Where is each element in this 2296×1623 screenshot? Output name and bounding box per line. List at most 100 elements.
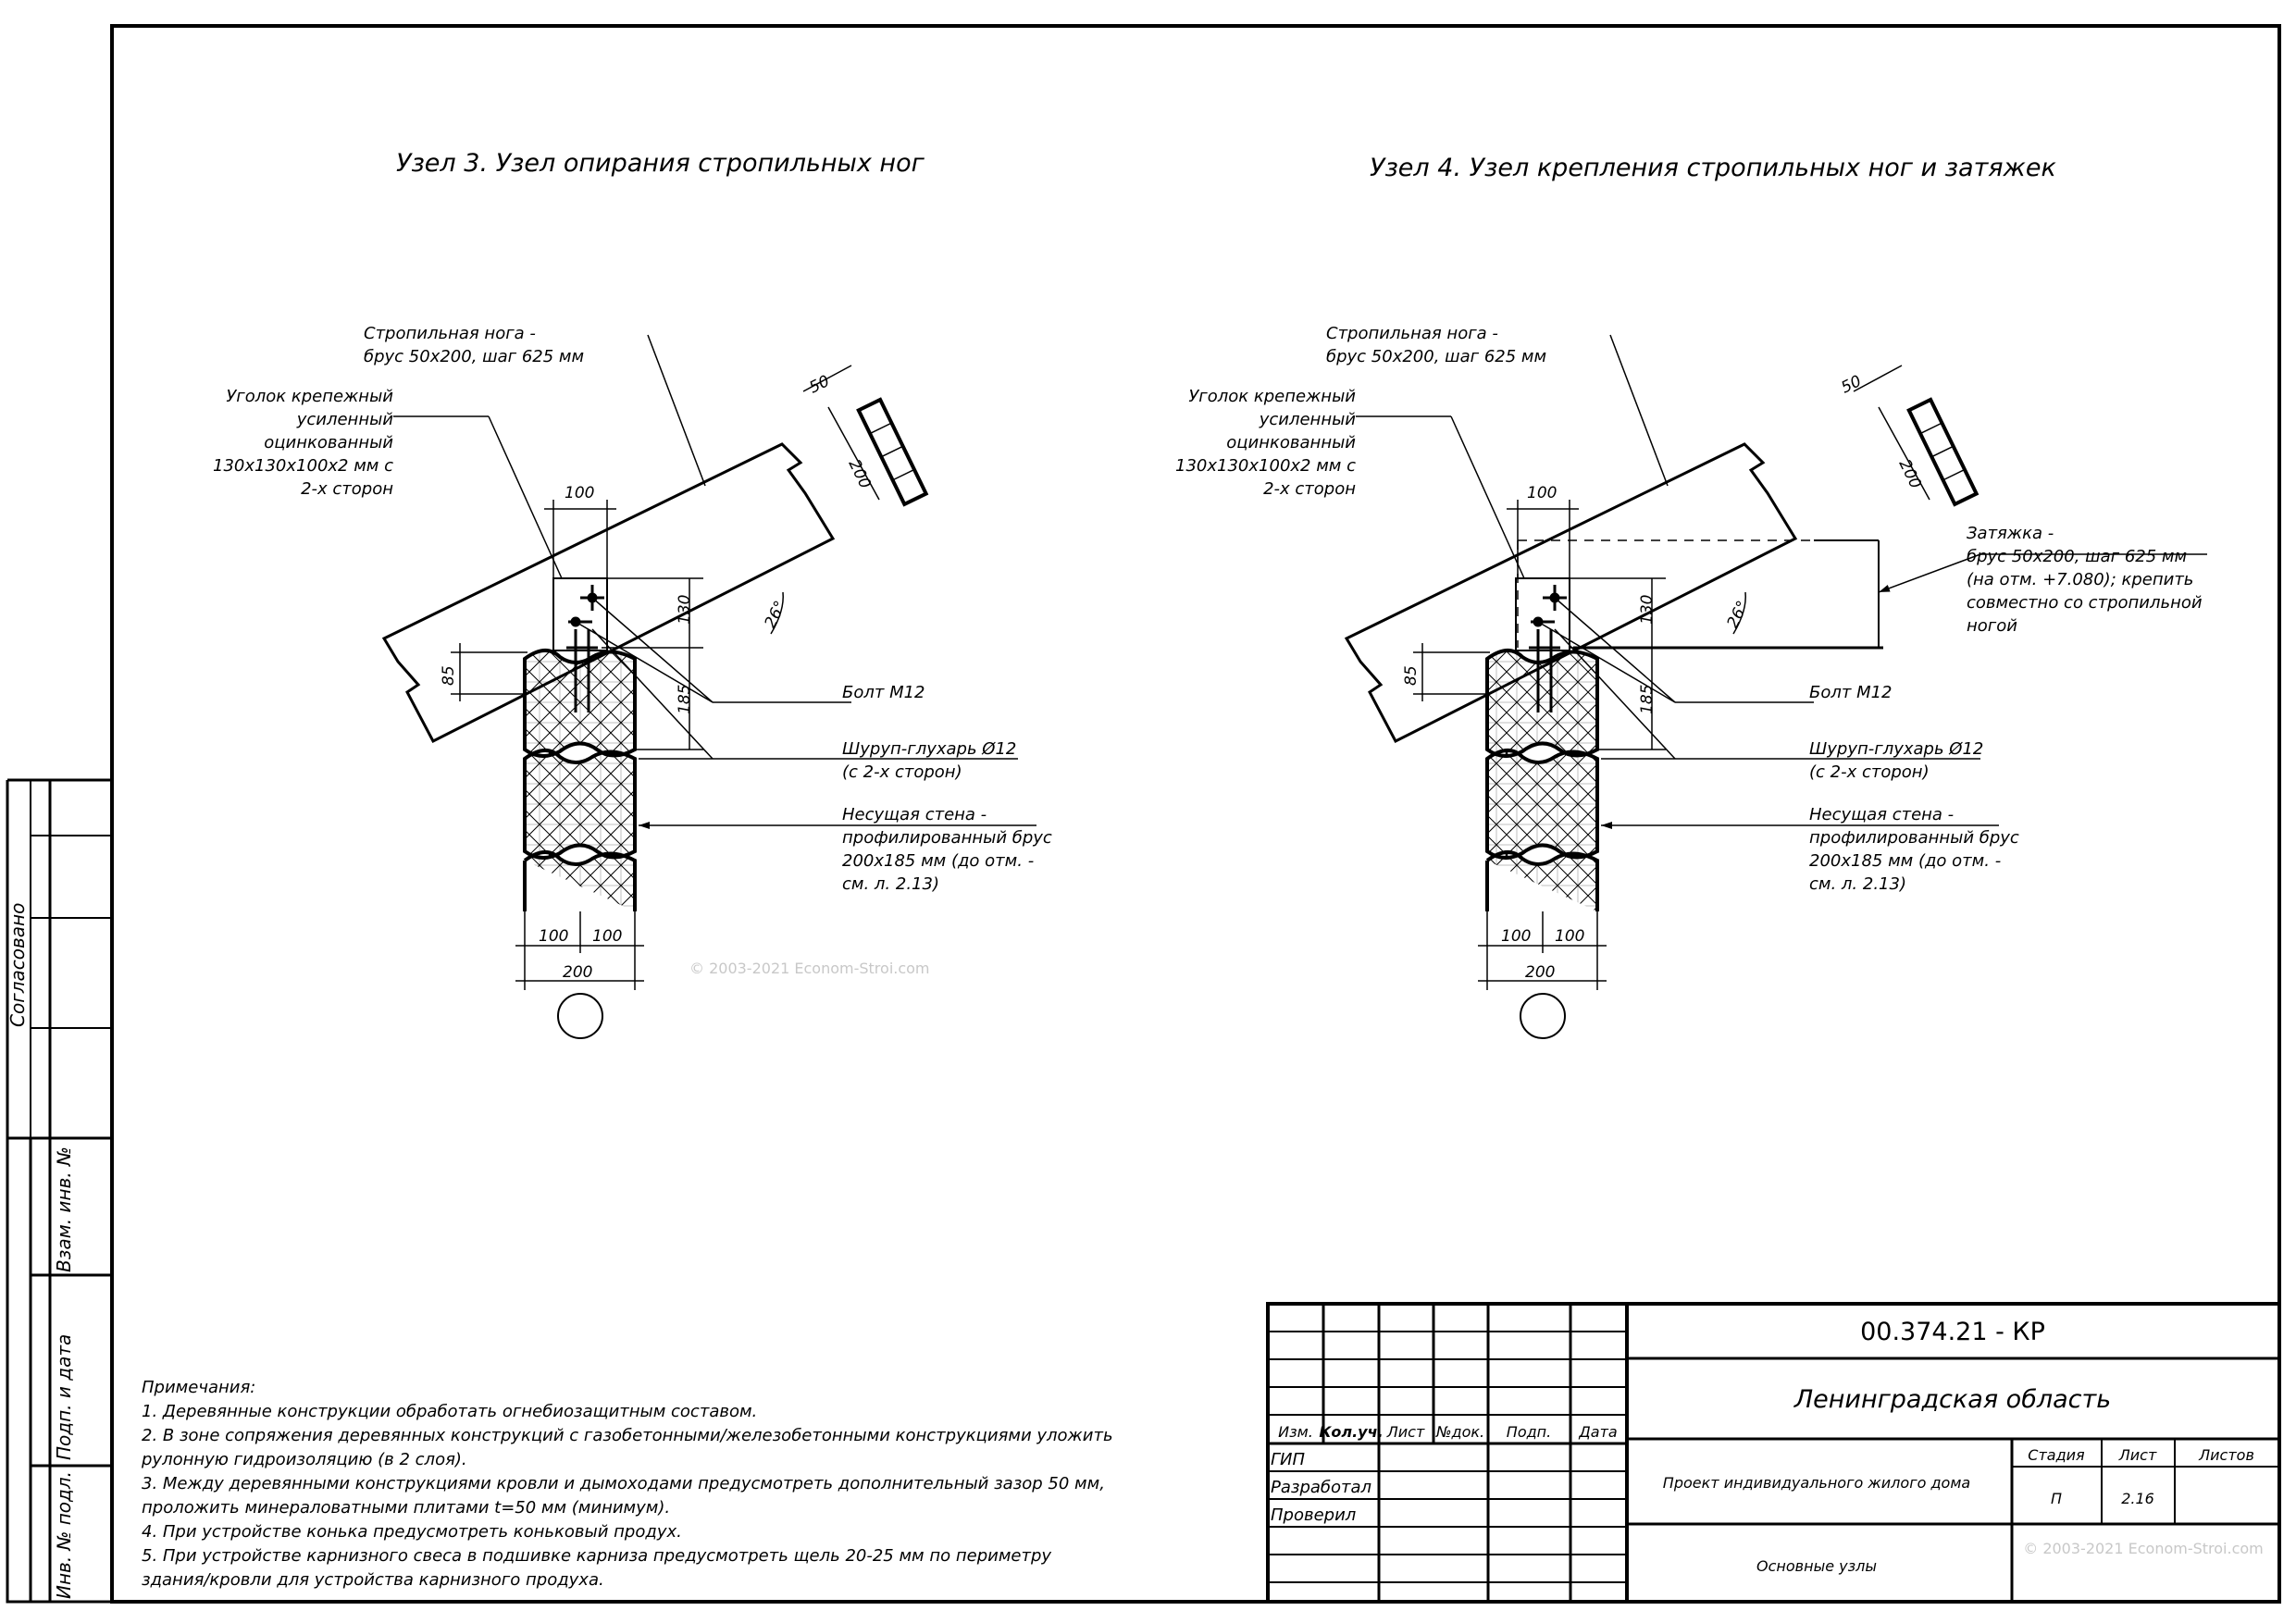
node4-dim-50: 50 [1838, 372, 1864, 397]
node3-dim-185: 185 [676, 685, 694, 714]
node3-angle-label-4: 130х130х100х2 мм с [213, 456, 393, 476]
node4-rafter-label-1: Стропильная нога - [1326, 324, 1498, 343]
node3-dim-85: 85 [440, 665, 458, 686]
node3-wall-log-3 [523, 850, 637, 911]
title-block-code: 00.374.21 - КР [1860, 1318, 2045, 1346]
notes-line-3: рулонную гидроизоляцию (в 2 слоя). [141, 1450, 467, 1469]
node4-angle-label-2: усиленный [1259, 410, 1357, 429]
node3-title: Узел 3. Узел опирания стропильных ног [396, 149, 925, 178]
node4-dim-200-section: 200 [1895, 456, 1925, 491]
node3-screw-label-1: Шуруп-глухарь Ø12 [842, 739, 1016, 759]
notes-line-4: 3. Между деревянными конструкциями кровл… [142, 1474, 1105, 1493]
node4-angle-plate [1515, 577, 1570, 651]
sheet-border [110, 24, 2281, 1604]
tb-role-gip: ГИП [1271, 1450, 1305, 1469]
node3-axis-marker [557, 993, 603, 1039]
node3-dim-bottom-100a: 100 [539, 927, 568, 946]
node3-angle-label-3: оцинкованный [264, 433, 393, 452]
node4-tie-label-4: совместно со стропильной [1967, 593, 2203, 613]
node4-wall-log-2 [1485, 749, 1599, 860]
node4-dim-85: 85 [1402, 665, 1421, 686]
tb-col-izm: Изм. [1278, 1423, 1313, 1441]
node4-wall-log-1 [1485, 649, 1599, 758]
node4-dim-angle: 26° [1724, 598, 1753, 631]
node4-title: Узел 4. Узел крепления стропильных ног и… [1370, 154, 2056, 182]
node4-tie-label-2: брус 50х200, шаг 625 мм [1967, 547, 2187, 566]
node3-dim-50: 50 [806, 372, 832, 397]
node3-dim-bottom-100b: 100 [592, 927, 622, 946]
tb-col-podp: Подп. [1507, 1423, 1551, 1441]
node3-dim-bottom-200: 200 [563, 963, 592, 982]
node3-dim-200-section: 200 [845, 456, 875, 491]
node3-dim-100: 100 [565, 484, 594, 502]
tb-role-developer: Разработал [1271, 1478, 1371, 1497]
node4-angle-label-1: Уголок крепежный [1188, 387, 1356, 406]
node3-dim-130: 130 [676, 595, 694, 625]
node4-screw-label-2: (с 2-х сторон) [1809, 762, 1930, 782]
side-agreed: Согласовано [6, 903, 29, 1027]
node4-tie-label-1: Затяжка - [1967, 524, 2054, 543]
tb-sheets-label: Листов [2198, 1446, 2254, 1464]
node4-wall-label-4: см. л. 2.13) [1809, 874, 1906, 894]
node4-tie-label-3: (на отм. +7.080); крепить [1967, 570, 2193, 589]
watermark-center: © 2003-2021 Econom-Stroi.com [689, 960, 930, 977]
node3-wall-label-4: см. л. 2.13) [842, 874, 939, 894]
node3-wall-label-2: профилированный брус [842, 828, 1052, 848]
node3-wall-log-2 [523, 749, 637, 860]
tb-sheet-value: 2.16 [2121, 1490, 2154, 1507]
node3-wall-log-1 [523, 649, 637, 758]
node3-rafter-label-1: Стропильная нога - [364, 324, 536, 343]
node3-angle-label-2: усиленный [296, 410, 394, 429]
tb-col-data: Дата [1578, 1423, 1617, 1441]
tb-project: Проект индивидуального жилого дома [1663, 1474, 1970, 1492]
node3-screw-label-2: (с 2-х сторон) [842, 762, 962, 782]
notes-line-5: проложить минераловатными плитами t=50 м… [142, 1498, 670, 1518]
node3-bolt-label: Болт М12 [842, 683, 925, 702]
tb-col-ndok: №док. [1435, 1423, 1484, 1441]
tb-role-checker: Проверил [1271, 1505, 1356, 1525]
node3-wall-label-3: 200х185 мм (до отм. - [842, 851, 1034, 871]
node4-wall-label-3: 200х185 мм (до отм. - [1809, 851, 2001, 871]
tb-stage-label: Стадия [2028, 1446, 2085, 1464]
notes-line-6: 4. При устройстве конька предусмотреть к… [142, 1522, 682, 1542]
side-inv-vzam: Взам. инв. № [53, 1146, 75, 1272]
node4-tie-label-5: ногой [1967, 616, 2017, 636]
node4-dim-bottom-100b: 100 [1555, 927, 1584, 946]
node4-rafter [1344, 442, 1798, 744]
notes-line-1: 1. Деревянные конструкции обработать огн… [142, 1402, 757, 1421]
tb-sheet-title: Основные узлы [1756, 1557, 1877, 1575]
notes-line-2: 2. В зоне сопряжения деревянных конструк… [142, 1426, 1113, 1445]
node3-drawing [381, 334, 1036, 1039]
title-block-grid [1266, 1302, 2281, 1604]
title-block-watermark: © 2003-2021 Econom-Stroi.com [2023, 1540, 2264, 1557]
node4-wall-label-2: профилированный брус [1809, 828, 2019, 848]
node4-rafter-label-2: брус 50х200, шаг 625 мм [1326, 347, 1546, 366]
node4-wall-label-1: Несущая стена - [1809, 805, 1954, 824]
side-stamp [6, 778, 112, 1604]
tb-sheet-label: Лист [2118, 1446, 2157, 1464]
notes-line-7: 5. При устройстве карнизного свеса в под… [142, 1546, 1051, 1566]
node4-dim-bottom-200: 200 [1525, 963, 1555, 982]
tb-stage-value: П [2051, 1490, 2062, 1507]
node4-screw-label-1: Шуруп-глухарь Ø12 [1809, 739, 1983, 759]
tb-col-kol: Кол.уч. [1319, 1423, 1383, 1441]
side-sign-date: Подп. и дата [53, 1334, 75, 1460]
notes-header: Примечания: [142, 1378, 255, 1397]
node3-bolt [566, 585, 604, 712]
node4-angle-label-4: 130х130х100х2 мм с [1175, 456, 1356, 476]
node3-angle-label-1: Уголок крепежный [226, 387, 393, 406]
node3-rafter-label-2: брус 50х200, шаг 625 мм [364, 347, 584, 366]
node3-angle-label-5: 2-х сторон [301, 479, 393, 499]
node4-angle-label-5: 2-х сторон [1263, 479, 1356, 499]
node3-rafter [381, 442, 836, 744]
node4-dim-185: 185 [1638, 685, 1657, 714]
node4-drawing [1344, 334, 2207, 1039]
node4-axis-marker [1520, 993, 1566, 1039]
notes-line-8: здания/кровли для устройства карнизного … [142, 1570, 604, 1590]
tb-col-list: Лист [1386, 1423, 1425, 1441]
node4-dim-100: 100 [1527, 484, 1557, 502]
node3-wall-label-1: Несущая стена - [842, 805, 987, 824]
node3-angle-plate [552, 577, 608, 651]
node3-dim-angle: 26° [762, 598, 790, 631]
